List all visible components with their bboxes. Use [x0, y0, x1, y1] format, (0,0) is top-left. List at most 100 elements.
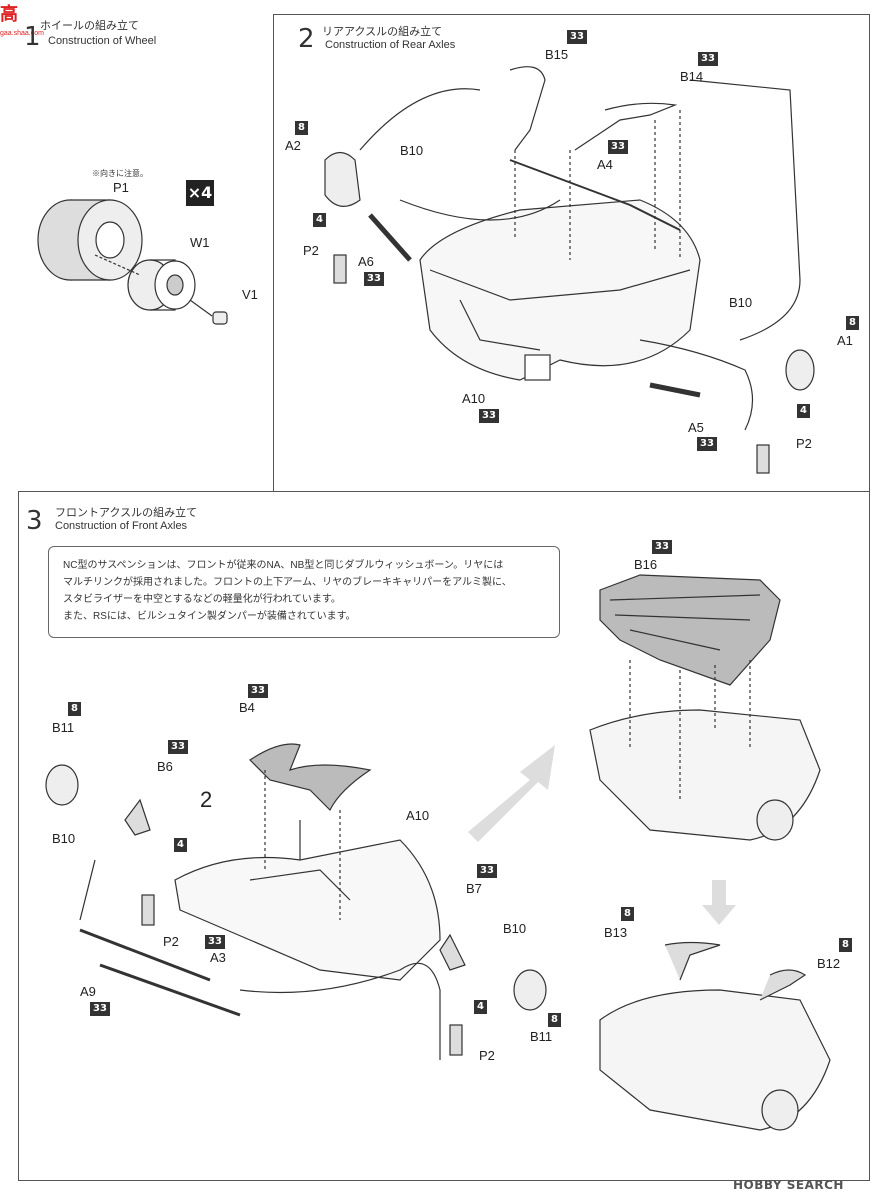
badge-a3: 33: [205, 935, 225, 949]
label-a5: A5: [688, 420, 704, 435]
stabilizer-a4-shape: [509, 159, 681, 231]
step3-title-en: Construction of Front Axles: [55, 520, 188, 532]
label-a3: A3: [210, 950, 226, 965]
site-logo: 高: [0, 4, 18, 25]
badge-b4: 33: [248, 684, 268, 698]
label-b4: B4: [239, 700, 255, 715]
badge-a5: 33: [697, 437, 717, 451]
hobby-search-watermark: HOBBY SEARCH: [733, 1178, 844, 1192]
knuckle-b7-shape: [439, 933, 466, 971]
label-p2a: P2: [303, 243, 319, 258]
hub-b11b-shape: [513, 969, 547, 1011]
step3-title-jp: フロントアクスルの組み立て: [55, 507, 198, 519]
label-b11a: B11: [52, 720, 75, 735]
hint-arrow-up: [468, 745, 555, 842]
hint-arrow-down: [702, 880, 736, 925]
label-a9: A9: [80, 984, 96, 999]
label-w1: W1: [190, 235, 210, 250]
link-a6-shape: [368, 213, 412, 262]
badge-b13: 8: [621, 907, 634, 921]
arm-b15-shape: [509, 66, 546, 151]
note-line-4: また、RSには、ビルシュタイン製ダンパーが装備されています。: [63, 611, 356, 622]
label-a10-rear: A10: [462, 391, 486, 406]
badge-p2-front-b: 4: [474, 1000, 487, 1014]
label-p1: P1: [113, 180, 129, 195]
label-p2b: P2: [796, 436, 812, 451]
label-b7: B7: [466, 881, 482, 896]
label-a6: A6: [358, 254, 374, 269]
step1-title-en: Construction of Wheel: [48, 35, 157, 47]
brace-b4-shape: [249, 743, 372, 812]
badge-b11b: 8: [548, 1013, 561, 1027]
arm-a9-shape: [99, 963, 241, 1017]
suspension-note: NC型のサスペンションは、フロントが従来のNA、NB型と同じダブルウィッシュボー…: [48, 546, 560, 638]
label-b10b: B10: [729, 295, 753, 310]
badge-b16: 33: [652, 540, 672, 554]
label-two: 2: [200, 787, 213, 812]
arm-b14-shape: [574, 102, 678, 151]
badge-p2a: 4: [313, 213, 326, 227]
label-b6: B6: [157, 759, 173, 774]
undercover-b16-shape: [599, 574, 781, 686]
step2-title-jp: リアアクスルの組み立て: [322, 26, 443, 38]
step1-note: ※向きに注意。: [92, 169, 148, 178]
label-p2-front-b: P2: [479, 1048, 495, 1063]
badge-p2b: 4: [797, 404, 810, 418]
label-b10-front-a: B10: [52, 831, 76, 846]
label-b10-front-b: B10: [503, 921, 527, 936]
label-b15: B15: [545, 47, 569, 62]
hub-a2-shape: [324, 151, 361, 207]
label-a2: A2: [285, 138, 301, 153]
badge-a9: 33: [90, 1002, 110, 1016]
badge-a2: 8: [295, 121, 308, 135]
badge-a6: 33: [364, 272, 384, 286]
rear-subframe-a10-shape: [419, 199, 701, 381]
hub-b11a-shape: [45, 764, 79, 806]
step1-title-jp: ホイールの組み立て: [40, 20, 139, 32]
badge-a4: 33: [608, 140, 628, 154]
label-a1: A1: [837, 333, 853, 348]
front-subframe-a10-shape: [174, 839, 441, 981]
multiplier-badge: ×4: [186, 180, 214, 206]
cap-v1-shape: [212, 311, 228, 325]
spring-p2c-shape: [141, 894, 155, 926]
badge-b7: 33: [477, 864, 497, 878]
label-a4: A4: [597, 157, 613, 172]
spring-p2d-shape: [449, 1024, 463, 1056]
spring-p2b-shape: [756, 444, 770, 474]
spring-p2a-shape: [333, 254, 347, 284]
step3-panel: [18, 491, 870, 1181]
note-line-3: スタビライザーを中空とするなどの軽量化が行われています。: [63, 594, 341, 605]
label-v1: V1: [242, 287, 258, 302]
link-a5-shape: [649, 382, 701, 398]
knuckle-b6-shape: [124, 798, 151, 836]
label-b10a: B10: [400, 143, 424, 158]
arm-b13-shape: [664, 941, 721, 981]
label-b14: B14: [680, 69, 704, 84]
badge-a1: 8: [846, 316, 859, 330]
step2-title-en: Construction of Rear Axles: [325, 39, 456, 51]
step1-number: 1: [24, 22, 41, 52]
badge-b11a: 8: [68, 702, 81, 716]
note-line-2: マルチリンクが採用されました。フロントの上下アーム、リヤのブレーキキャリパーをア…: [63, 577, 512, 588]
label-p2-front-a: P2: [163, 934, 179, 949]
hub-a1-shape: [785, 349, 815, 391]
arm-b12-shape: [759, 969, 807, 1001]
label-b16: B16: [634, 557, 658, 572]
step3-number: 3: [26, 506, 43, 536]
badge-b12: 8: [839, 938, 852, 952]
label-b12: B12: [817, 956, 841, 971]
note-line-1: NC型のサスペンションは、フロントが従来のNA、NB型と同じダブルウィッシュボー…: [63, 560, 504, 571]
label-b11b: B11: [530, 1029, 553, 1044]
label-a10-front: A10: [406, 808, 430, 823]
badge-b15: 33: [567, 30, 587, 44]
badge-p2-front-a: 4: [174, 838, 187, 852]
badge-b6: 33: [168, 740, 188, 754]
step2-number: 2: [298, 24, 315, 54]
arm-a3-shape: [79, 928, 211, 982]
badge-b14: 33: [698, 52, 718, 66]
badge-a10-rear: 33: [479, 409, 499, 423]
label-b13: B13: [604, 925, 628, 940]
site-url: gaa.shaa.com: [0, 30, 44, 37]
